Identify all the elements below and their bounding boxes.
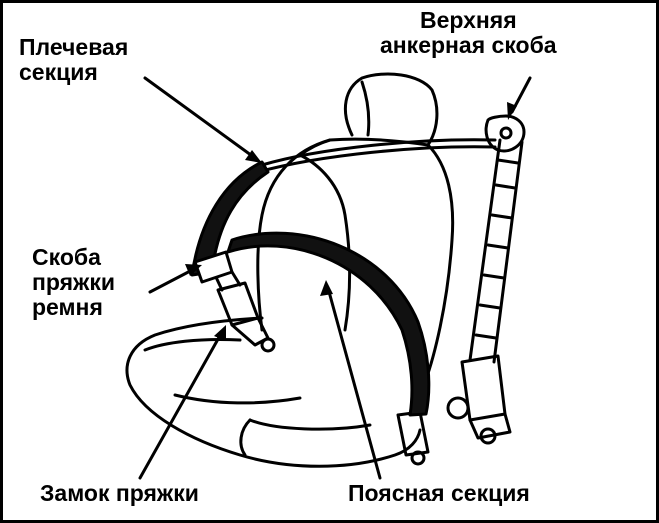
upper-anchor-label: Верхняя анкерная скоба xyxy=(380,8,557,58)
seat-cushion xyxy=(125,316,422,468)
arrowhead-lap xyxy=(320,280,333,296)
arrowhead-tongue xyxy=(185,264,202,276)
tongue-bracket-label-line3: ремня xyxy=(32,294,103,320)
arrowhead-anchor xyxy=(507,102,517,120)
retractor xyxy=(446,114,526,445)
tongue-bracket xyxy=(193,250,234,284)
arrowhead-shoulder xyxy=(245,150,262,163)
shoulder-section-label-line1: Плечевая xyxy=(19,34,129,60)
upper-anchor-label-line2: анкерная скоба xyxy=(380,32,557,58)
tongue-bracket-label-line2: пряжки xyxy=(32,269,116,295)
leader-lines xyxy=(138,76,532,480)
shoulder-section-label: Плечевая секция xyxy=(19,35,128,85)
tongue-bracket-label: Скоба пряжки ремня xyxy=(32,245,115,320)
lap-belt-anchor xyxy=(396,410,430,466)
seat-back xyxy=(256,137,455,397)
shoulder-section-label-line2: секция xyxy=(19,59,98,85)
lap-section-label: Поясная секция xyxy=(348,480,530,506)
shoulder-belt-top xyxy=(256,138,497,174)
arrowhead-buckle xyxy=(214,325,226,341)
lap-belt xyxy=(226,231,431,417)
buckle-label: Замок пряжки xyxy=(40,480,199,506)
upper-anchor-label-line1: Верхняя xyxy=(419,7,517,33)
headrest xyxy=(343,72,439,147)
tongue-bracket-label-line1: Скоба xyxy=(32,244,101,270)
